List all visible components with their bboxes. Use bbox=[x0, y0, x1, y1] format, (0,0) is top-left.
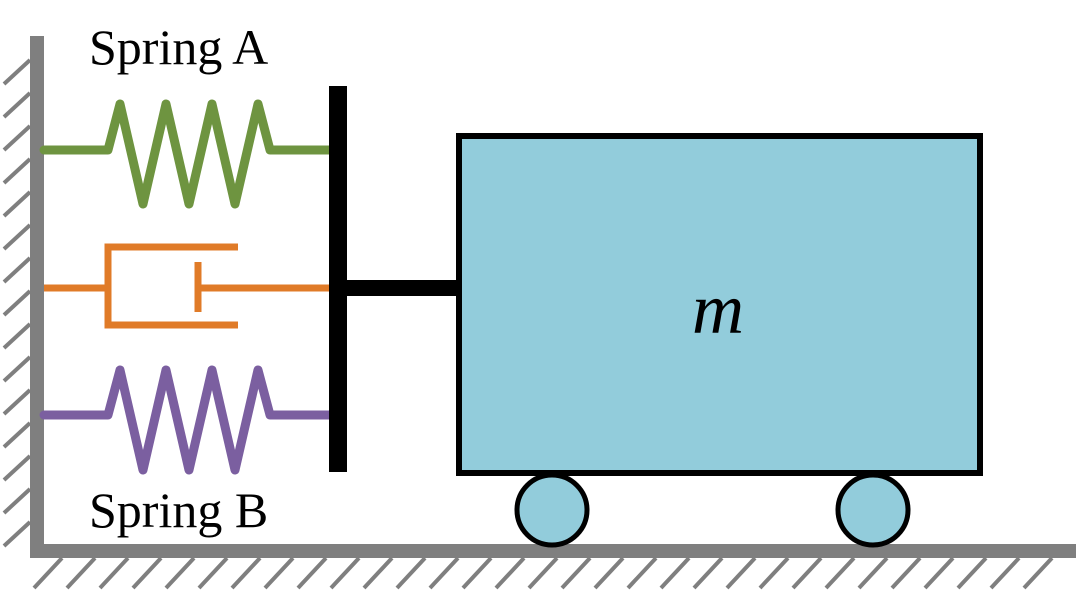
spring-a bbox=[39, 99, 337, 209]
spring-a-coil bbox=[39, 99, 337, 209]
ground-hatch-line bbox=[296, 556, 328, 590]
wall-hatch-line bbox=[2, 454, 32, 482]
wall-hatch-line bbox=[2, 124, 32, 152]
ground-hatch-line bbox=[98, 556, 130, 590]
ground-hatch-line bbox=[659, 556, 691, 590]
ground-hatch-line bbox=[857, 556, 889, 590]
ground-hatch-line bbox=[989, 556, 1021, 590]
ground-hatch-line bbox=[791, 556, 823, 590]
ground-bar bbox=[30, 544, 1076, 558]
ground-hatch-line bbox=[824, 556, 856, 590]
mass-label: m bbox=[692, 269, 744, 349]
ground-hatch-line bbox=[395, 556, 427, 590]
wall-hatch-line bbox=[2, 190, 32, 218]
wall-hatch-line bbox=[2, 91, 32, 119]
ground-hatch-line bbox=[263, 556, 295, 590]
left-wall bbox=[2, 36, 44, 556]
left-wall-hatching bbox=[2, 58, 32, 548]
left-wall-bar bbox=[30, 36, 44, 556]
wall-hatch-line bbox=[2, 58, 32, 86]
spring-b bbox=[39, 365, 337, 475]
cart-wheel-right bbox=[835, 472, 911, 548]
wall-hatch-line bbox=[2, 322, 32, 350]
ground-hatch-line bbox=[890, 556, 922, 590]
spring-b-coil bbox=[39, 365, 337, 475]
wall-hatch-line bbox=[2, 223, 32, 251]
spring-a-label: Spring A bbox=[89, 19, 268, 75]
wall-hatch-line bbox=[2, 256, 32, 284]
ground-hatching bbox=[32, 556, 1054, 590]
wall-hatch-line bbox=[2, 289, 32, 317]
connector-plate bbox=[329, 86, 347, 472]
ground bbox=[30, 544, 1076, 590]
wall-hatch-line bbox=[2, 355, 32, 383]
ground-hatch-line bbox=[131, 556, 163, 590]
ground-hatch-line bbox=[362, 556, 394, 590]
ground-hatch-line bbox=[626, 556, 658, 590]
damper bbox=[44, 243, 332, 329]
ground-hatch-line bbox=[494, 556, 526, 590]
ground-hatch-line bbox=[329, 556, 361, 590]
wall-hatch-line bbox=[2, 388, 32, 416]
ground-hatch-line bbox=[428, 556, 460, 590]
ground-hatch-line bbox=[1022, 556, 1054, 590]
wall-hatch-line bbox=[2, 487, 32, 515]
connector-rod bbox=[345, 280, 460, 296]
wall-hatch-line bbox=[2, 520, 32, 548]
ground-hatch-line bbox=[527, 556, 559, 590]
ground-hatch-line bbox=[461, 556, 493, 590]
cart-wheel-left bbox=[514, 472, 590, 548]
wall-hatch-line bbox=[2, 157, 32, 185]
ground-hatch-line bbox=[230, 556, 262, 590]
damper-cylinder bbox=[104, 243, 238, 329]
ground-hatch-line bbox=[923, 556, 955, 590]
ground-hatch-line bbox=[164, 556, 196, 590]
ground-hatch-line bbox=[725, 556, 757, 590]
mass-cart: m bbox=[456, 133, 983, 548]
ground-hatch-line bbox=[197, 556, 229, 590]
ground-hatch-line bbox=[32, 556, 64, 590]
ground-hatch-line bbox=[758, 556, 790, 590]
connector bbox=[329, 86, 460, 472]
ground-hatch-line bbox=[692, 556, 724, 590]
ground-hatch-line bbox=[593, 556, 625, 590]
ground-hatch-line bbox=[956, 556, 988, 590]
ground-hatch-line bbox=[65, 556, 97, 590]
spring-b-label: Spring B bbox=[89, 482, 268, 538]
wall-hatch-line bbox=[2, 421, 32, 449]
ground-hatch-line bbox=[560, 556, 592, 590]
mass-block bbox=[456, 133, 983, 476]
